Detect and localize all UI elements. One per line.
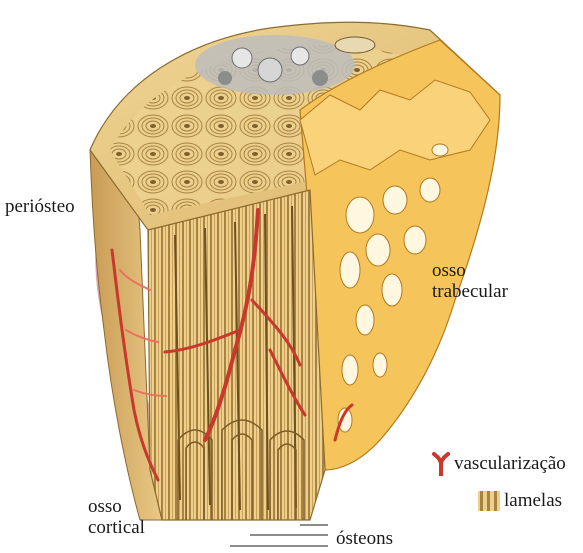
legend-lamellae-text: lamelas (504, 490, 562, 512)
legend-vascularization-text: vascularização (454, 453, 566, 475)
trabecular-bone-label: osso trabecular (432, 260, 508, 302)
striped-lamellae-icon (478, 491, 500, 511)
trabecular-region (300, 40, 500, 470)
red-vessel-icon (432, 452, 450, 476)
cortical-bone-label: osso cortical (88, 496, 145, 538)
legend-lamellae: lamelas (478, 490, 562, 512)
legend-vascularization: vascularização (432, 452, 566, 476)
osteons-pointer-lines (230, 525, 328, 546)
periosteum-label: periósteo (5, 196, 75, 217)
osteons-label: ósteons (336, 528, 393, 549)
